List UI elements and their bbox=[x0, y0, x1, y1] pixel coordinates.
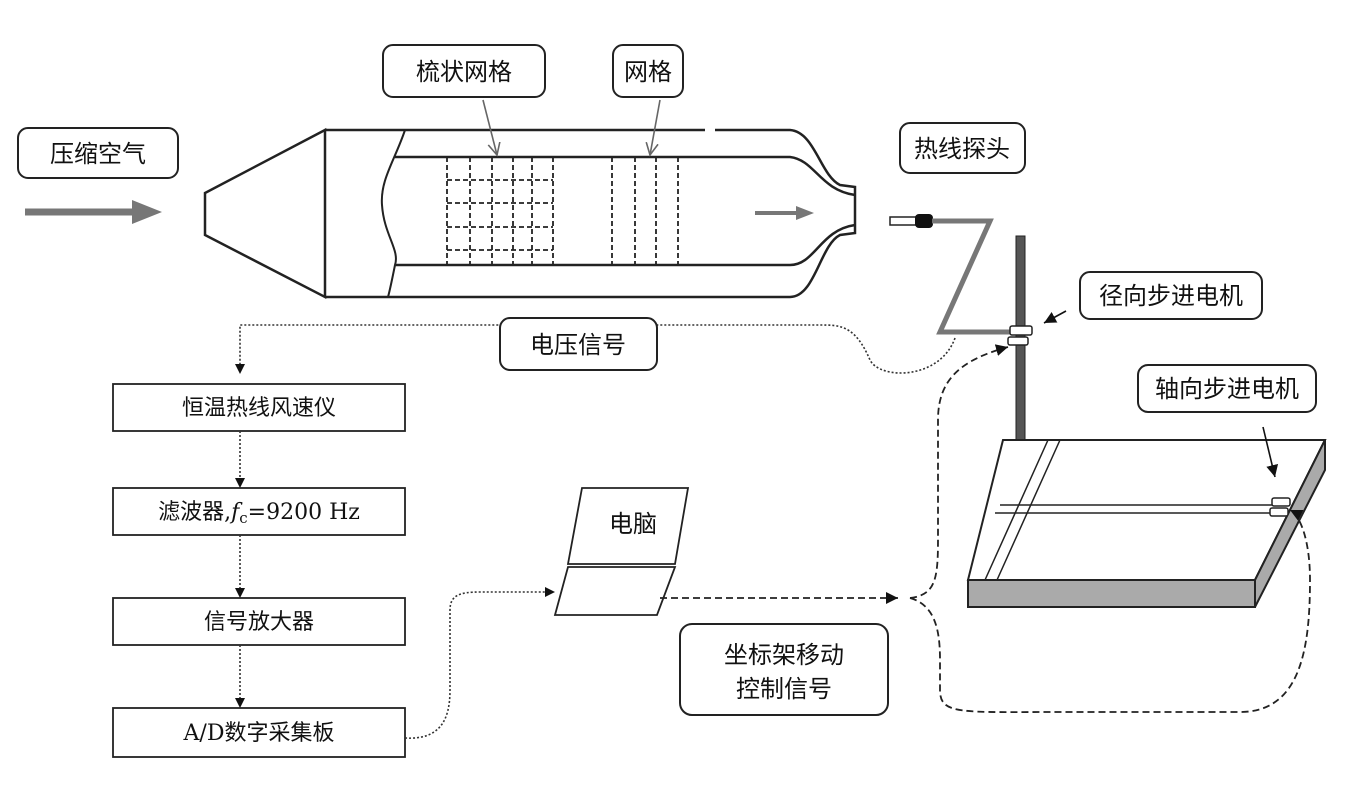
voltage-signal-line bbox=[235, 324, 956, 374]
svg-text:网格: 网格 bbox=[624, 58, 672, 86]
svg-text:坐标架移动: 坐标架移动 bbox=[724, 641, 844, 669]
flow-step-anemometer: 恒温热线风速仪 bbox=[112, 383, 406, 432]
svg-text:信号放大器: 信号放大器 bbox=[204, 610, 314, 635]
hotwire-probe-label: 热线探头 bbox=[899, 122, 1026, 174]
air-flow-arrow bbox=[25, 200, 162, 224]
svg-text:梳状网格: 梳状网格 bbox=[416, 58, 512, 86]
svg-text:电压信号: 电压信号 bbox=[530, 331, 626, 359]
comb-grid bbox=[446, 157, 554, 265]
svg-text:径向步进电机: 径向步进电机 bbox=[1099, 282, 1243, 310]
wind-tunnel bbox=[203, 127, 857, 300]
comb-grid-pointer bbox=[482, 99, 497, 155]
computer bbox=[553, 487, 690, 616]
radial-motor-label: 径向步进电机 bbox=[1079, 271, 1263, 320]
grid bbox=[611, 157, 679, 265]
grid-label: 网格 bbox=[612, 44, 684, 98]
axial-control-line bbox=[909, 509, 1311, 714]
flow-step-amplifier: 信号放大器 bbox=[112, 597, 406, 646]
svg-text:恒温热线风速仪: 恒温热线风速仪 bbox=[182, 396, 336, 421]
voltage-signal-label: 电压信号 bbox=[499, 317, 658, 371]
svg-text:滤波器,fc=9200 Hz: 滤波器,fc=9200 Hz bbox=[158, 500, 360, 527]
axial-motor-pointer bbox=[1262, 426, 1279, 478]
computer-label: 电脑 bbox=[609, 510, 657, 538]
hotwire-probe bbox=[889, 214, 1012, 335]
svg-text:轴向步进电机: 轴向步进电机 bbox=[1155, 375, 1299, 403]
flow-step-filter: 滤波器,fc=9200 Hz bbox=[112, 487, 406, 536]
ad-to-computer-line bbox=[404, 587, 555, 739]
comb-grid-label: 梳状网格 bbox=[382, 44, 546, 98]
compressed-air-label: 压缩空气 bbox=[17, 127, 179, 179]
svg-text:A/D数字采集板: A/D数字采集板 bbox=[183, 721, 335, 746]
svg-text:控制信号: 控制信号 bbox=[736, 675, 832, 703]
svg-text:压缩空气: 压缩空气 bbox=[50, 140, 146, 168]
flow-step-ad-board: A/D数字采集板 bbox=[112, 707, 406, 758]
radial-control-line bbox=[909, 344, 1009, 599]
radial-motor-pointer bbox=[1043, 310, 1067, 324]
tunnel-flow-arrow bbox=[755, 206, 814, 220]
traverse-control-label: 坐标架移动 控制信号 bbox=[679, 623, 889, 716]
svg-text:热线探头: 热线探头 bbox=[914, 135, 1010, 163]
traverse-base bbox=[966, 439, 1327, 608]
grid-pointer bbox=[650, 99, 661, 155]
axial-motor bbox=[1269, 497, 1291, 517]
axial-motor-label: 轴向步进电机 bbox=[1137, 364, 1317, 413]
radial-motor bbox=[1007, 325, 1033, 346]
